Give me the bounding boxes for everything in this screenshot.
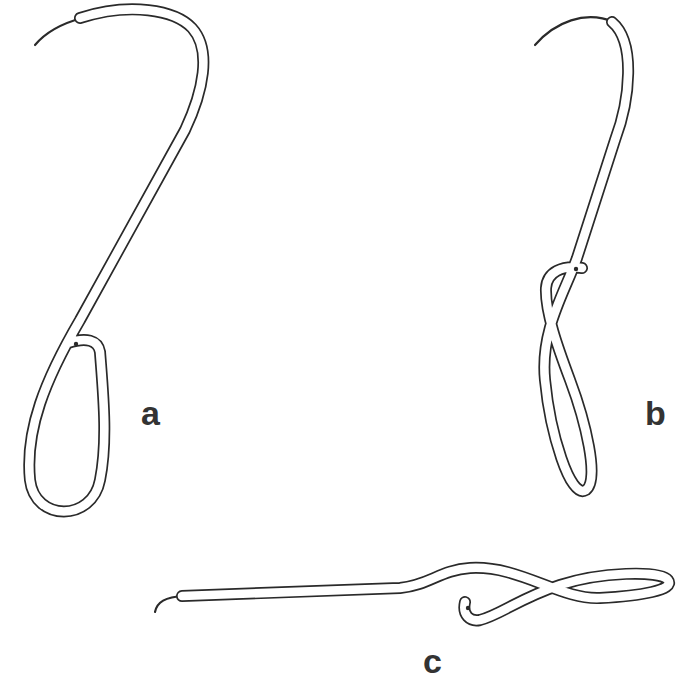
body-fill xyxy=(29,9,203,511)
body-outline xyxy=(544,22,628,491)
eye-dot xyxy=(574,267,578,271)
body-fill xyxy=(182,568,669,621)
worm-figure-a xyxy=(29,9,203,511)
worm-figure-b xyxy=(535,17,628,491)
body-outline xyxy=(29,9,203,511)
eye-dot xyxy=(74,342,78,346)
figure-letter: b xyxy=(645,396,666,430)
worm-figure-c xyxy=(155,568,669,621)
tail xyxy=(35,18,82,45)
body-fill xyxy=(544,22,628,491)
eye-dot xyxy=(466,606,470,610)
figure-letter: c xyxy=(423,644,442,678)
tail xyxy=(535,17,614,45)
body-outline xyxy=(182,568,669,621)
figure-letter: a xyxy=(141,396,160,430)
